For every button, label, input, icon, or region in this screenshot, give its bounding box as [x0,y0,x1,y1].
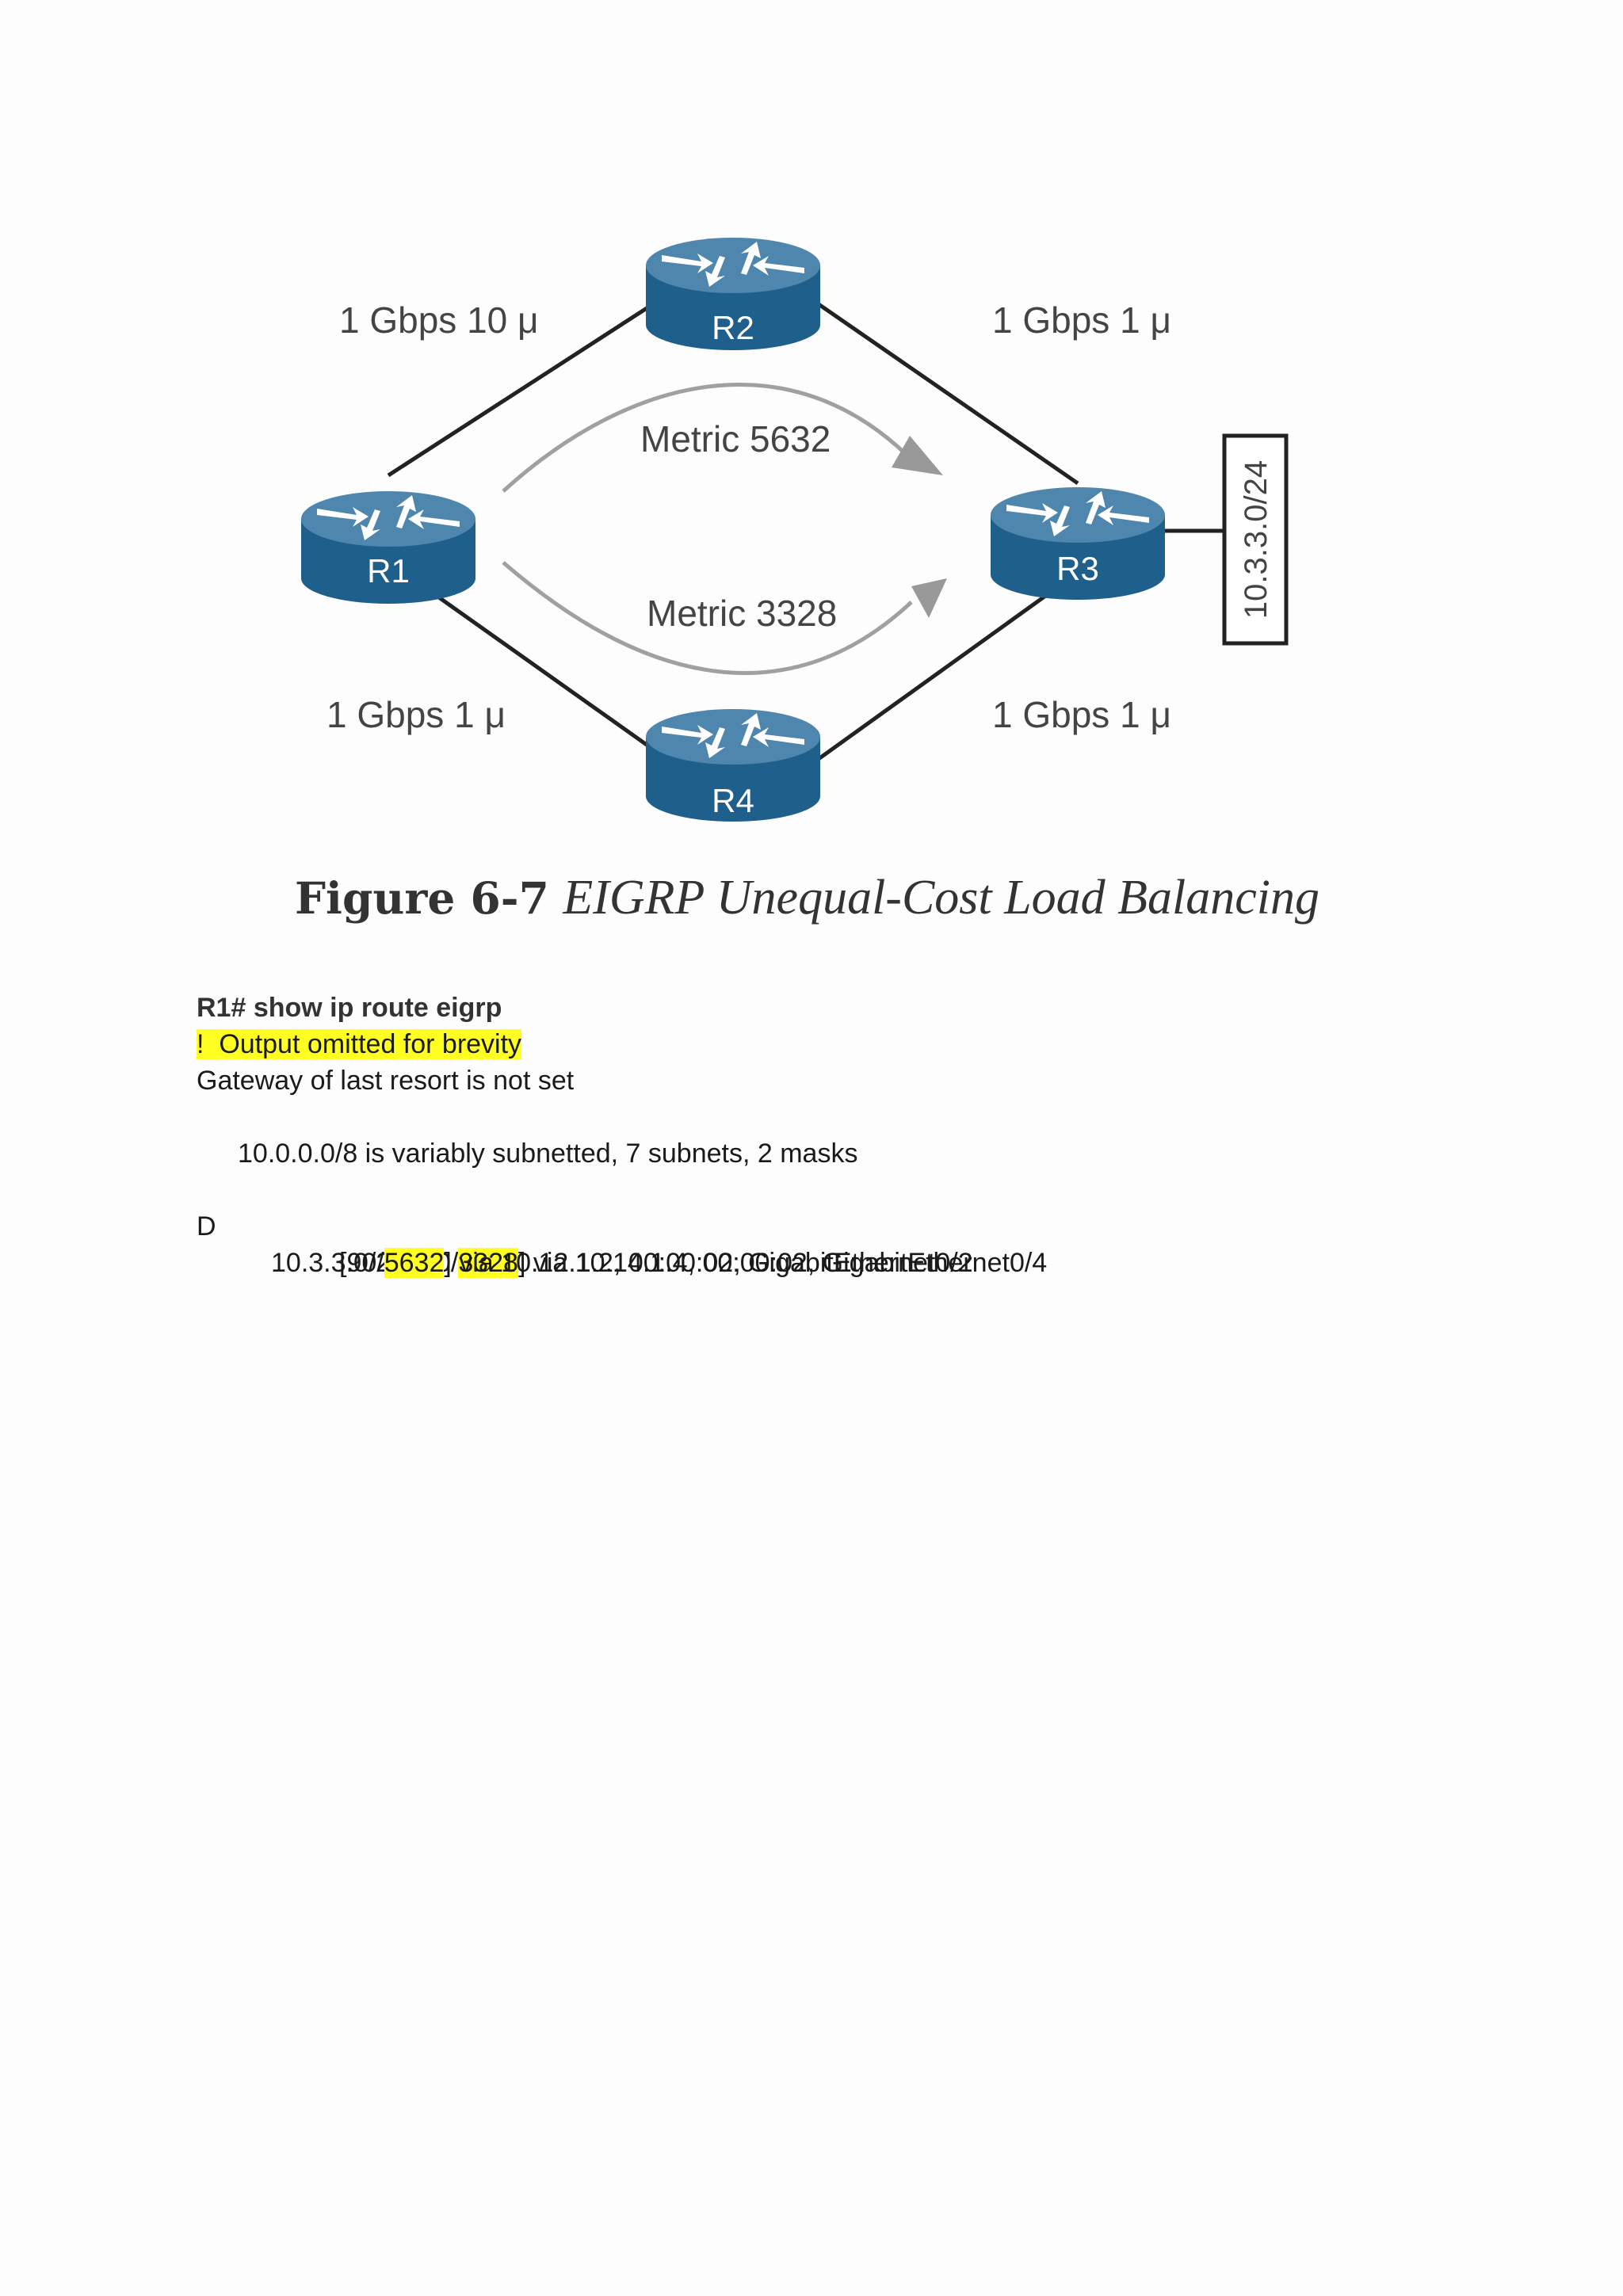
metric-label-lower: Metric 3328 [647,593,837,634]
router-r4-label: R4 [712,782,754,819]
metric-arrowhead-upper [892,436,943,475]
route-1-metric: 3328 [458,1248,518,1278]
cli-command: R1# show ip route eigrp [197,993,502,1023]
link-r2-r3 [807,295,1079,486]
router-r1: R1 [301,491,475,604]
cli-blank-line [197,1099,857,1135]
route-1-rest: ] via 10.14.1.4, 00:00:02, GigabitEthern… [517,1248,1048,1278]
link-label-r1-r2: 1 Gbps 10 μ [339,299,539,341]
router-arrows-icon [662,242,804,287]
route-2-prefix: [90/ [339,1248,384,1278]
cli-gateway: Gateway of last resort is not set [197,1066,575,1096]
route-code: D [197,1211,216,1241]
route-2: [90/5632] via 10.12.1.2, 00:00:02, Gigab… [339,1245,973,1281]
metric-label-upper: Metric 5632 [640,418,831,460]
cli-output: R1# show ip route eigrp ! Output omitted… [197,990,1047,1278]
link-r4-r3 [815,576,1071,763]
network-box: 10.3.3.0/24 [1222,433,1289,646]
cli-comment: ! Output omitted for brevity [197,1029,522,1059]
figure-title: EIGRP Unequal-Cost Load Balancing [563,871,1319,925]
network-diagram-figure: R2 R1 [0,0,1623,951]
cli-route-line-1: D 10.3.3.0/24 [90/3328] via 10.14.1.4, 0… [197,1172,1047,1278]
figure-caption: Figure 6-7 EIGRP Unequal-Cost Load Balan… [295,870,1319,926]
cli-comment-line: ! Output omitted for brevity [197,1026,857,1062]
network-label: 10.3.3.0/24 [1239,460,1274,619]
link-r1-r2 [387,299,659,478]
link-label-r1-r4: 1 Gbps 1 μ [327,694,506,735]
router-arrows-icon [1006,491,1149,536]
link-label-r4-r3: 1 Gbps 1 μ [992,694,1171,735]
router-r4: R4 [646,709,820,822]
link-r1-r4 [411,576,659,755]
router-r3: R3 [991,487,1165,600]
network-diagram: R2 R1 [301,238,1289,822]
router-r2: R2 [646,238,820,350]
metric-arrow-lower [502,561,913,675]
cli-subnet-info: 10.0.0.0/8 is variably subnetted, 7 subn… [238,1138,858,1169]
route-2-metric: 5632 [384,1248,445,1278]
metric-arrow-upper [502,383,913,493]
cli-route-line-2: [90/5632] via 10.12.1.2, 00:00:02, Gigab… [197,1208,973,1278]
metric-arrowhead-lower [911,578,947,618]
router-r2-label: R2 [712,309,754,346]
router-r1-label: R1 [367,552,410,589]
figure-number: Figure 6-7 [295,872,549,924]
route-2-rest: ] via 10.12.1.2, 00:00:02, GigabitEthern… [444,1248,973,1278]
link-label-r2-r3: 1 Gbps 1 μ [992,299,1171,341]
router-arrows-icon [662,713,804,758]
router-arrows-icon [317,495,460,540]
router-r3-label: R3 [1056,550,1099,587]
